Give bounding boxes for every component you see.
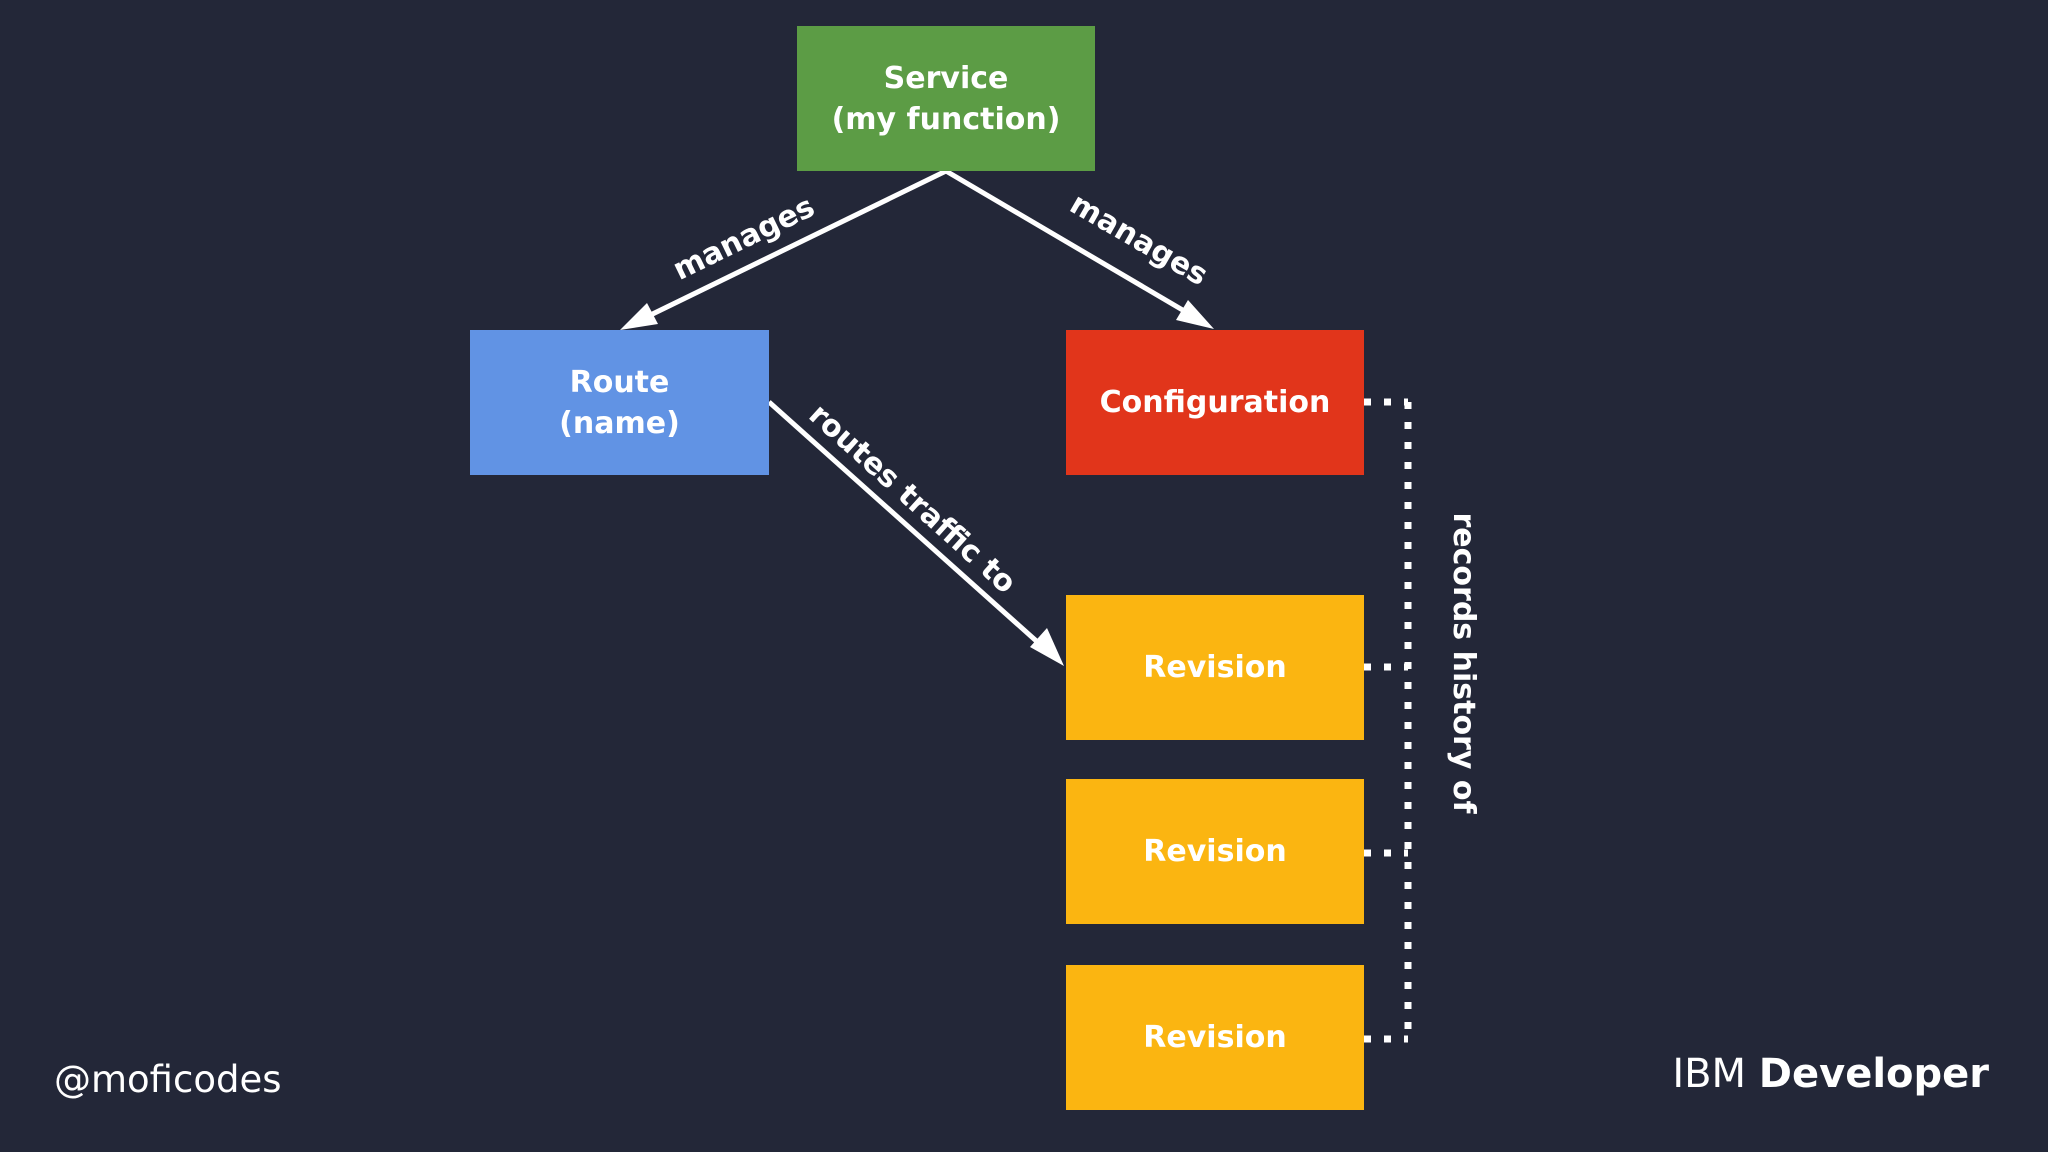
edge-label-records-history: records history of: [1446, 512, 1481, 814]
edge-route-to-revision: [767, 400, 1064, 666]
brand-logo-bold: Developer: [1758, 1051, 1989, 1097]
revision-node-label: Revision: [1143, 834, 1287, 869]
revision-node: Revision: [1066, 595, 1364, 740]
configuration-node-title: Configuration: [1099, 385, 1331, 420]
brand-logo: IBM Developer: [1672, 1051, 1989, 1097]
service-node: Service (my function): [797, 26, 1095, 171]
service-node-title: Service: [883, 60, 1009, 96]
revision-node-label: Revision: [1143, 1020, 1287, 1055]
edge-service-to-configuration: [944, 168, 1214, 329]
edge-label-routes-traffic: routes traffic to: [802, 397, 1023, 601]
route-node: Route (name): [470, 330, 769, 475]
presenter-handle: @moficodes: [54, 1058, 282, 1101]
arrowhead-icon: [620, 303, 658, 330]
service-node-subtitle: (my function): [831, 101, 1061, 137]
edge-label-manages-right: manages: [1064, 186, 1214, 293]
edge-service-to-route: [620, 168, 948, 330]
route-node-title: Route: [569, 364, 670, 400]
arrowhead-icon: [1030, 628, 1064, 666]
revision-node: Revision: [1066, 965, 1364, 1110]
history-connector: [1364, 398, 1412, 1043]
revision-node: Revision: [1066, 779, 1364, 924]
arrowhead-icon: [1176, 300, 1214, 329]
edge-label-manages-left: manages: [667, 189, 820, 287]
configuration-node: Configuration: [1066, 330, 1364, 475]
route-node-subtitle: (name): [559, 405, 680, 441]
brand-logo-light: IBM: [1672, 1051, 1747, 1097]
revision-node-label: Revision: [1143, 650, 1287, 685]
